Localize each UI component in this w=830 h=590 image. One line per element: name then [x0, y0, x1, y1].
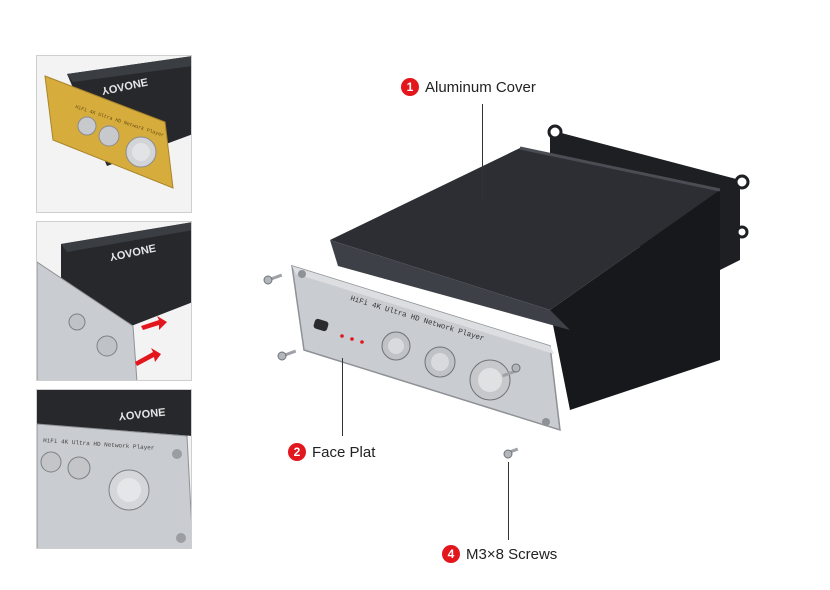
callout-label: M3×8 Screws: [466, 545, 558, 563]
callout-number-badge: 4: [442, 545, 460, 563]
aluminum-cover: [330, 148, 720, 310]
assembly-arrows-image: ƎNOΛOΥ: [37, 222, 191, 380]
callout-label: Aluminum Cover: [425, 78, 536, 96]
callout-label: Face Plat: [312, 443, 376, 461]
screw-2: [277, 349, 297, 361]
callout-aluminum-cover: 1 Aluminum Cover: [401, 78, 536, 96]
callout-face-plat: 2 Face Plat: [288, 443, 375, 461]
brand-logo-text-3: ƎNOΛOΥ: [117, 405, 166, 422]
power-switch: [313, 318, 329, 332]
thumbnail-silver-closeup[interactable]: ƎNOΛOΥ HiFi 4K Ultra HD Network Player: [36, 389, 192, 549]
callout-screws: 4 M3×8 Screws: [442, 545, 557, 563]
screw-4: [503, 447, 519, 459]
thumbnail-assembly-arrows[interactable]: ƎNOΛOΥ: [36, 221, 192, 381]
arrow-lower: [135, 348, 161, 366]
silver-closeup-image: ƎNOΛOΥ HiFi 4K Ultra HD Network Player: [37, 390, 191, 548]
screw-1: [263, 273, 283, 285]
screw-3: [502, 363, 521, 378]
gold-faceplate-image: ƎNOΛOΥ HiFi 4K Ultra HD Network Player: [37, 56, 191, 212]
callout-number-badge: 1: [401, 78, 419, 96]
callout-number-badge: 2: [288, 443, 306, 461]
leader-line-screws: [508, 462, 509, 540]
leader-line-aluminum-cover: [482, 104, 483, 202]
arrow-upper: [141, 316, 167, 330]
leader-line-face-plat: [342, 358, 343, 436]
thumbnail-gold-faceplate[interactable]: ƎNOΛOΥ HiFi 4K Ultra HD Network Player: [36, 55, 192, 213]
exploded-product-illustration: HiFi 4K Ultra HD Network Player: [263, 124, 750, 459]
